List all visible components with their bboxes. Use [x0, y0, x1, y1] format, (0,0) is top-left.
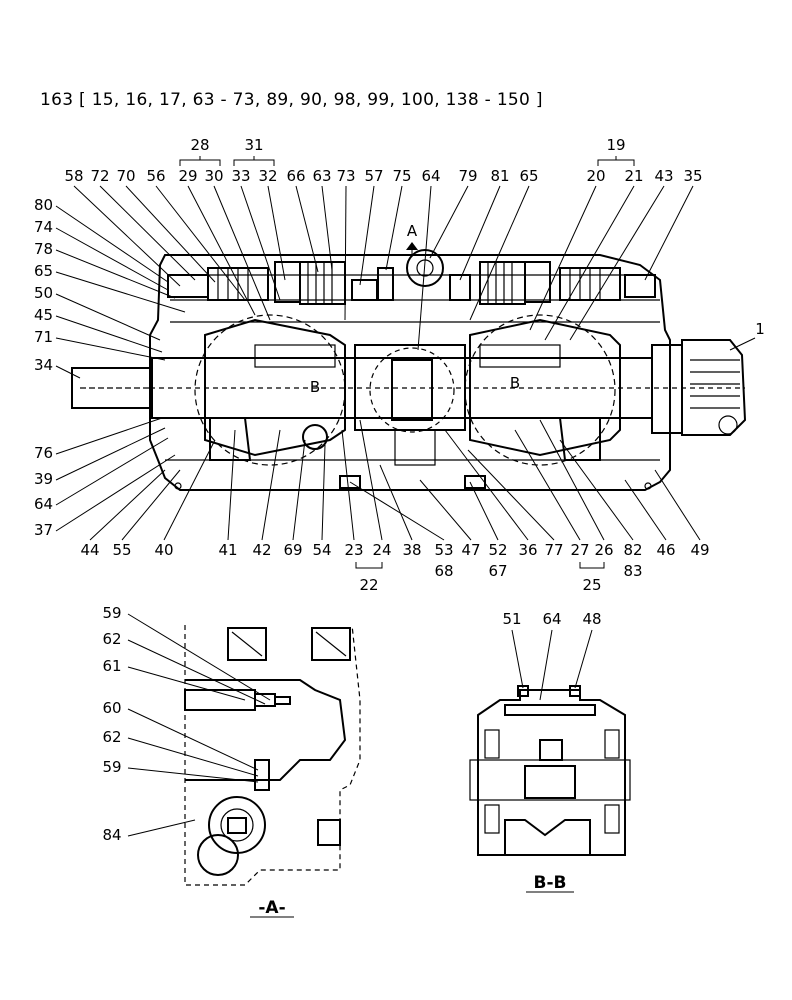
parts-header: 163 [ 15, 16, 17, 63 - 73, 89, 90, 98, 9… [40, 90, 543, 110]
group-label-19: 19 [606, 136, 625, 154]
callout-64-bb: 64 [542, 610, 561, 628]
callout-51: 51 [502, 610, 521, 628]
callout-54: 54 [312, 541, 331, 559]
callout-62-a1: 62 [102, 630, 121, 648]
left-column-labels: 80 74 78 65 50 45 71 34 76 39 64 37 [34, 196, 53, 539]
callout-53: 53 [434, 541, 453, 559]
callout-65-top: 65 [519, 167, 538, 185]
section-mark-a: A [407, 222, 418, 240]
callout-63: 63 [312, 167, 331, 185]
callout-34: 34 [34, 356, 53, 374]
callout-55: 55 [112, 541, 131, 559]
callout-49: 49 [690, 541, 709, 559]
callout-21: 21 [624, 167, 643, 185]
bracket-28 [179, 156, 221, 166]
main-pump-drawing [71, 242, 747, 491]
callout-78: 78 [34, 240, 53, 258]
callout-68: 68 [434, 562, 453, 580]
callout-42: 42 [252, 541, 271, 559]
callout-84: 84 [102, 826, 121, 844]
top-row-labels: 58 72 70 56 29 30 33 32 66 63 73 57 75 6… [64, 167, 702, 185]
group-label-28: 28 [190, 136, 209, 154]
bracket-22 [355, 562, 383, 569]
left-leader-lines [55, 205, 186, 532]
group-label-31: 31 [244, 136, 263, 154]
callout-37: 37 [34, 521, 53, 539]
group-label-25: 25 [582, 576, 601, 594]
callout-59-a1: 59 [102, 604, 121, 622]
callout-83: 83 [623, 562, 642, 580]
bracket-25 [579, 562, 605, 569]
callout-73: 73 [336, 167, 355, 185]
callout-59-a2: 59 [102, 758, 121, 776]
callout-69: 69 [283, 541, 302, 559]
callout-57: 57 [364, 167, 383, 185]
callout-36: 36 [518, 541, 537, 559]
callout-66: 66 [286, 167, 305, 185]
group-label-22: 22 [359, 576, 378, 594]
callout-75: 75 [392, 167, 411, 185]
callout-61: 61 [102, 657, 121, 675]
callout-1: 1 [755, 320, 765, 338]
callout-41: 41 [218, 541, 237, 559]
view-bb-drawing [469, 685, 631, 856]
callout-50: 50 [34, 284, 53, 302]
view-bb-title: B-B [534, 873, 567, 893]
callout-44: 44 [80, 541, 99, 559]
callout-58: 58 [64, 167, 83, 185]
callout-77: 77 [544, 541, 563, 559]
callout-45: 45 [34, 306, 53, 324]
callout-39: 39 [34, 470, 53, 488]
leader-1 [729, 337, 756, 351]
callout-46: 46 [656, 541, 675, 559]
callout-80: 80 [34, 196, 53, 214]
view-a-title: -A- [258, 898, 285, 918]
callout-33: 33 [231, 167, 250, 185]
callout-40: 40 [154, 541, 173, 559]
view-a-drawing [184, 624, 361, 886]
callout-56: 56 [146, 167, 165, 185]
section-mark-b-right: B [510, 374, 520, 392]
bracket-19 [597, 156, 635, 166]
callout-81: 81 [490, 167, 509, 185]
callout-35: 35 [683, 167, 702, 185]
callout-30: 30 [204, 167, 223, 185]
callout-23: 23 [344, 541, 363, 559]
callout-20: 20 [586, 167, 605, 185]
callout-48: 48 [582, 610, 601, 628]
view-a-labels: 59 62 61 60 62 59 84 [102, 604, 271, 844]
callout-79: 79 [458, 167, 477, 185]
callout-62-a2: 62 [102, 728, 121, 746]
bracket-31 [233, 156, 275, 166]
callout-82: 82 [623, 541, 642, 559]
callout-52: 52 [488, 541, 507, 559]
callout-70: 70 [116, 167, 135, 185]
callout-47: 47 [461, 541, 480, 559]
callout-60: 60 [102, 699, 121, 717]
view-bb-labels: 51 64 48 [502, 610, 602, 701]
bottom-row-labels: 44 55 40 41 42 69 54 23 24 38 53 47 52 3… [80, 541, 709, 580]
callout-29: 29 [178, 167, 197, 185]
callout-38: 38 [402, 541, 421, 559]
callout-71: 71 [34, 328, 53, 346]
callout-65-left: 65 [34, 262, 53, 280]
section-mark-b-left: B [310, 378, 320, 396]
callout-74: 74 [34, 218, 53, 236]
callout-26: 26 [594, 541, 613, 559]
callout-24: 24 [372, 541, 391, 559]
callout-64-left: 64 [34, 495, 53, 513]
bottom-leader-lines [89, 419, 701, 541]
callout-72: 72 [90, 167, 109, 185]
callout-27: 27 [570, 541, 589, 559]
callout-67: 67 [488, 562, 507, 580]
callout-43: 43 [654, 167, 673, 185]
callout-64-top: 64 [421, 167, 440, 185]
callout-76: 76 [34, 444, 53, 462]
top-leader-lines [73, 185, 694, 351]
callout-32: 32 [258, 167, 277, 185]
